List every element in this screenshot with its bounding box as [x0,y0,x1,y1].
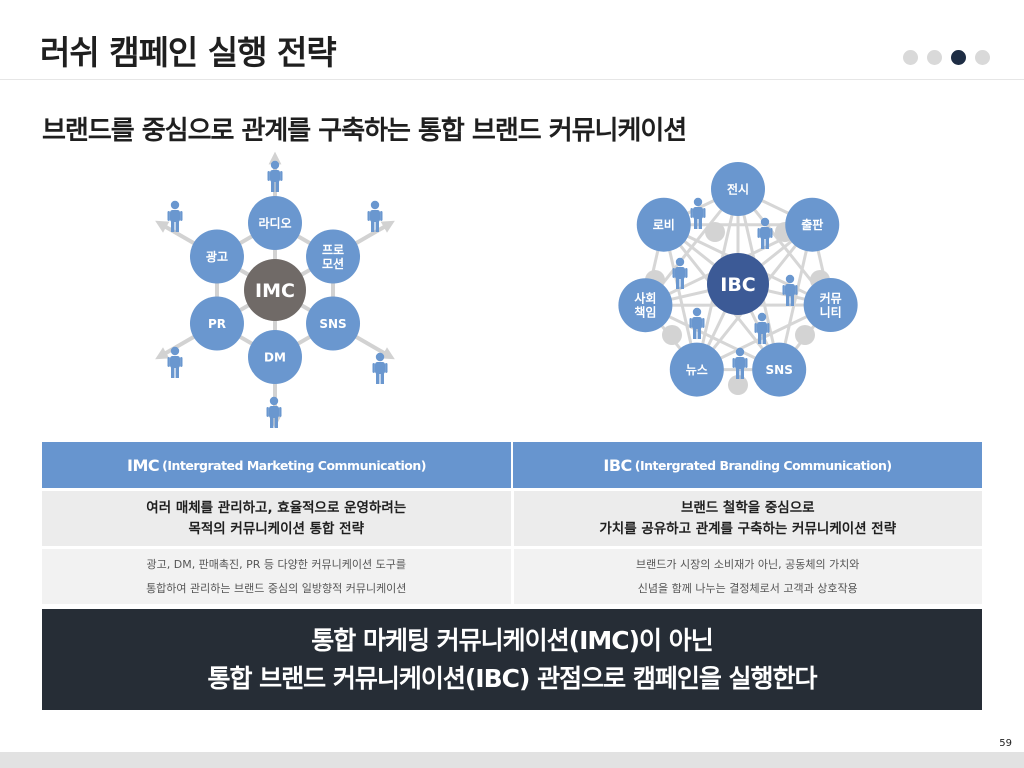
person-icon [689,307,705,339]
imc-detail: 광고, DM, 판매촉진, PR 등 다양한 커뮤니케이션 도구를 통합하여 관… [42,549,511,604]
imc-detail-line: 광고, DM, 판매촉진, PR 등 다양한 커뮤니케이션 도구를 [146,557,406,571]
imc-definition-line: 여러 매체를 관리하고, 효율적으로 운영하려는 [146,499,407,516]
imc-channel-label: 라디오 [258,215,291,230]
comparison-table: IMC (Intergrated Marketing Communication… [42,442,982,604]
imc-center-node [244,259,306,321]
junction-dot [662,325,682,345]
imc-channel-node [189,296,244,351]
person-icon [782,274,798,306]
person-icon [266,396,282,428]
ibc-center-label: IBC [720,274,756,296]
page-title: 러쉬 캠페인 실행 전략 [40,33,337,72]
conclusion-line: 통합 브랜드 커뮤니케이션(IBC) 관점으로 캠페인을 실행한다 [207,663,817,693]
ibc-channel-label: 출판 [801,217,823,232]
ibc-channel-label: 로비 [653,217,675,232]
imc-center-label: IMC [255,280,295,302]
title-bar: 러쉬 캠페인 실행 전략 [0,0,1024,80]
person-icon [690,197,706,229]
ibc-channel-label: 니티 [820,304,842,319]
ibc-channel-node [803,278,858,333]
imc-definition: 여러 매체를 관리하고, 효율적으로 운영하려는 목적의 커뮤니케이션 통합 전… [42,491,511,546]
ibc-channel-label: 커뮤 [820,290,842,305]
table-header-row: IMC (Intergrated Marketing Communication… [42,442,982,488]
junction-dot [705,222,725,242]
ibc-header-full: (Intergrated Branding Communication) [634,457,892,473]
imc-channel-label: 광고 [206,249,228,264]
ibc-header-name: IBC [603,455,632,475]
imc-detail-line: 통합하여 관리하는 브랜드 중심의 일방향적 커뮤니케이션 [146,581,407,595]
junction-dot [728,375,748,395]
ibc-channel-label: SNS [766,363,793,377]
imc-channel-node [248,330,302,384]
imc-channel-node [306,296,361,351]
ibc-center-node [707,253,769,315]
ibc-channel-label: 뉴스 [686,363,708,377]
imc-channel-label: 프로 [322,243,344,257]
ibc-definition-line: 브랜드 철학을 중심으로 [680,499,815,516]
slide-subtitle: 브랜드를 중심으로 관계를 구축하는 통합 브랜드 커뮤니케이션 [42,116,687,146]
person-icon [672,257,688,289]
person-icon [167,200,183,232]
ibc-channel-label: 사회 [634,291,656,306]
person-icon [372,352,388,384]
imc-header-name: IMC [127,455,160,475]
table-detail-row: 광고, DM, 판매촉진, PR 등 다양한 커뮤니케이션 도구를 통합하여 관… [42,549,982,604]
conclusion-line: 통합 마케팅 커뮤니케이션(IMC)이 아닌 [311,625,713,655]
page-dot [975,50,990,65]
imc-channel-label: SNS [319,317,346,331]
imc-channel-node [306,229,361,284]
ibc-channel-node [785,197,840,252]
person-icon [267,160,283,192]
ibc-channel-label: 전시 [727,181,749,196]
ibc-channel-label: 책임 [634,305,656,320]
ibc-header: IBC (Intergrated Branding Communication) [511,442,982,488]
ibc-channel-node [636,197,691,252]
imc-channel-label: PR [208,317,226,331]
ibc-definition: 브랜드 철학을 중심으로 가치를 공유하고 관계를 구축하는 커뮤니케이션 전략 [510,491,982,546]
page-number: 59 [999,738,1012,749]
ibc-definition-line: 가치를 공유하고 관계를 구축하는 커뮤니케이션 전략 [599,520,897,537]
conclusion-banner: 통합 마케팅 커뮤니케이션(IMC)이 아닌 통합 브랜드 커뮤니케이션(IBC… [42,609,982,710]
imc-definition-line: 목적의 커뮤니케이션 통합 전략 [188,520,365,537]
ibc-detail-line: 신념을 함께 나누는 결정체로서 고객과 상호작용 [637,581,858,595]
person-icon [732,347,748,379]
imc-header: IMC (Intergrated Marketing Communication… [42,442,511,488]
ibc-detail: 브랜드가 시장의 소비재가 아닌, 공동체의 가치와 신념을 함께 나누는 결정… [510,549,982,604]
ibc-detail-line: 브랜드가 시장의 소비재가 아닌, 공동체의 가치와 [636,557,860,571]
junction-dot [795,325,815,345]
ibc-channel-node [618,278,673,333]
page-dot-active [951,50,966,65]
ibc-channel-node [669,342,724,397]
table-main-row: 여러 매체를 관리하고, 효율적으로 운영하려는 목적의 커뮤니케이션 통합 전… [42,491,982,546]
person-icon [757,217,773,249]
person-icon [167,346,183,378]
imc-channel-node [248,196,302,250]
page-dot [903,50,918,65]
page-indicator [903,50,990,65]
imc-channel-node [189,229,244,284]
imc-channel-label: DM [264,350,286,364]
person-icon [754,312,770,344]
ibc-channel-node [711,162,765,216]
page-dot [927,50,942,65]
person-icon [367,200,383,232]
footer-bar [0,752,1024,768]
ibc-channel-node [752,342,807,397]
imc-header-full: (Intergrated Marketing Communication) [162,457,426,473]
imc-channel-label: 모션 [322,256,344,271]
